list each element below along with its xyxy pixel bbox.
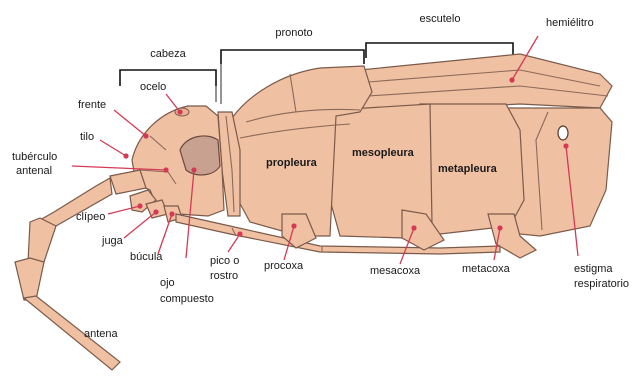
- label-tilo: tilo: [80, 131, 94, 143]
- pico-dot: [237, 231, 242, 236]
- cabeza-bracket: [120, 70, 216, 86]
- label-escutelo: escutelo: [420, 13, 461, 25]
- antennal-tubercle: [110, 170, 146, 194]
- juga-dot: [153, 209, 158, 214]
- label-cabeza: cabeza: [150, 48, 186, 60]
- label-hemielitro: hemiélitro: [546, 17, 594, 29]
- label-metacoxa: metacoxa: [462, 263, 511, 275]
- frente-leader: [114, 110, 146, 136]
- compound-eye: [180, 136, 220, 175]
- tilo-leader: [100, 140, 126, 156]
- bucula-leader: [158, 214, 172, 254]
- estigma-dot: [563, 143, 568, 148]
- label-estigma-1: estigma: [574, 263, 613, 275]
- pronoto-bracket: [221, 50, 364, 64]
- ocelo-leader: [166, 94, 180, 112]
- label-ojo-2: compuesto: [160, 293, 214, 305]
- label-mesopleura: mesopleura: [352, 147, 415, 159]
- label-ojo-1: ojo: [160, 277, 175, 289]
- spiracle: [558, 126, 568, 140]
- label-procoxa: procoxa: [264, 260, 304, 272]
- tilo-dot: [123, 153, 128, 158]
- metacoxa-dot: [497, 225, 502, 230]
- juga-leader: [124, 212, 156, 238]
- escutelo-bracket: [366, 43, 513, 58]
- label-propleura: propleura: [266, 157, 318, 169]
- label-ocelo: ocelo: [140, 81, 166, 93]
- label-bucula: búcula: [130, 251, 163, 263]
- hemielitro-dot: [509, 77, 514, 82]
- antenna-segment-3: [15, 258, 44, 300]
- antenna-segment-2: [28, 218, 56, 262]
- clipeo-dot: [137, 203, 142, 208]
- label-mesacoxa: mesacoxa: [370, 265, 421, 277]
- pico-leader: [228, 234, 240, 252]
- label-frente: frente: [78, 99, 106, 111]
- label-pico-2: rostro: [210, 270, 238, 282]
- tuberculo-dot: [163, 167, 168, 172]
- hemelytron: [360, 54, 612, 112]
- label-metapleura: metapleura: [438, 163, 498, 175]
- label-tuberculo-2: antenal: [16, 165, 52, 177]
- label-pronoto: pronoto: [275, 27, 312, 39]
- label-antena: antena: [84, 328, 119, 340]
- label-juga: juga: [101, 235, 124, 247]
- label-tuberculo-1: tubérculo: [12, 151, 57, 163]
- procoxa-dot: [291, 223, 296, 228]
- label-estigma-2: respiratorio: [574, 278, 629, 290]
- frente-dot: [143, 133, 148, 138]
- label-pico-1: pico o: [210, 255, 239, 267]
- ocelo-dot: [177, 109, 182, 114]
- antenna: [15, 178, 120, 370]
- ojo-dot: [191, 167, 196, 172]
- mesacoxa-dot: [411, 225, 416, 230]
- label-clipeo: clípeo: [76, 211, 105, 223]
- bucula-dot: [169, 211, 174, 216]
